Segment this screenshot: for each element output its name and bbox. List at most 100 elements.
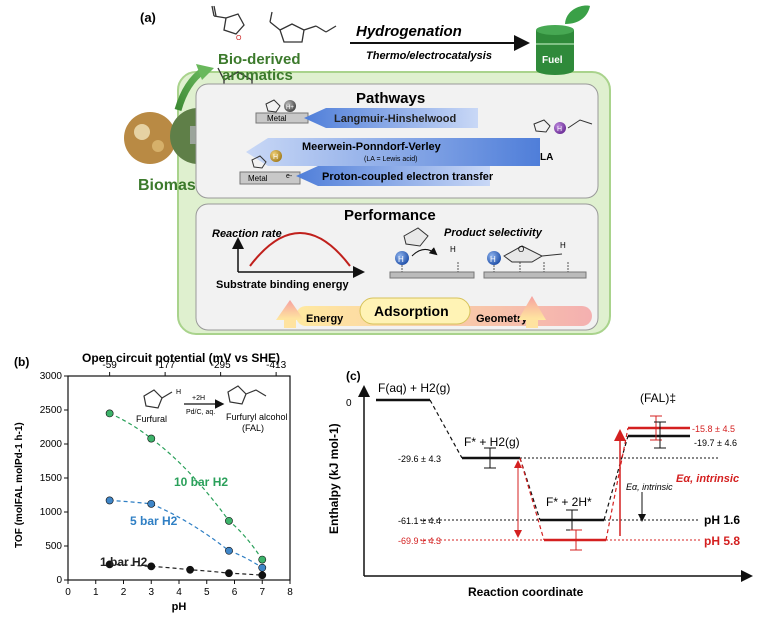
- mpv-note: (LA = Lewis acid): [364, 156, 418, 163]
- h-sphere-left: [395, 251, 409, 265]
- svg-text:H: H: [557, 126, 562, 133]
- furan-oxygen-label: O: [236, 35, 242, 42]
- x-tick-label: 0: [65, 587, 71, 598]
- thermo-electro-label: Thermo/electrocatalysis: [366, 50, 492, 62]
- fal-label: (FAL): [242, 423, 264, 433]
- adsorption-pill: [359, 297, 471, 325]
- x-tick-label: 6: [232, 587, 238, 598]
- top-tick-label: -413: [266, 360, 286, 371]
- series-curve: [109, 412, 263, 560]
- pcet-arrow: [296, 166, 490, 186]
- h-sphere-right: [487, 251, 501, 265]
- x-tick-label: 2: [121, 587, 127, 598]
- svg-text:H: H: [176, 389, 181, 396]
- x-tick-label: 8: [287, 587, 293, 598]
- langmuir-arrow: [304, 108, 478, 128]
- furfural-label: Furfural: [136, 414, 167, 424]
- hydrogenation-label: Hydrogenation: [356, 23, 462, 40]
- series-label: 1 bar H2: [100, 555, 148, 569]
- panel-c-label: (c): [346, 369, 361, 383]
- x-tick-label: 3: [148, 587, 154, 598]
- value-f2h-red: -69.9 ± 4.3: [398, 536, 441, 546]
- surface-right: [483, 271, 587, 279]
- furfural-inset-molecule: [143, 389, 163, 409]
- svg-text:H: H: [560, 241, 566, 250]
- errorbar-f2h-red: [570, 529, 582, 551]
- reaction-coordinate-label: Reaction coordinate: [468, 585, 584, 599]
- series-curve: [109, 499, 263, 569]
- product-selectivity-label: Product selectivity: [444, 227, 543, 239]
- svg-text:H+: H+: [286, 105, 294, 111]
- ph16-label: pH 1.6: [704, 513, 740, 527]
- y-tick-label: 500: [45, 541, 62, 552]
- svg-text:H: H: [490, 255, 496, 264]
- metal-label-2: Metal: [248, 174, 268, 183]
- x-tick-label: 7: [259, 587, 265, 598]
- y-tick-label: 3000: [40, 371, 63, 382]
- enthalpy-label: Enthalpy (kJ mol-1): [327, 423, 341, 534]
- volcano-curve: [249, 232, 351, 267]
- series-label: 5 bar H2: [130, 514, 178, 528]
- svg-text:O: O: [518, 245, 524, 254]
- y-axis-label: TOF (molFAL molPd-1 h-1): [14, 422, 25, 548]
- state-f2h: F* + 2H*: [546, 495, 592, 509]
- langmuir-label: Langmuir-Hinshelwood: [334, 113, 456, 125]
- data-point: [225, 546, 233, 555]
- metal-label-1: Metal: [267, 114, 287, 123]
- hmf-molecule: [269, 11, 337, 43]
- surface-left: [389, 271, 475, 279]
- value-f2h-black: -61.1 ± 4.4: [398, 516, 441, 526]
- panel-a-label: (a): [140, 10, 156, 25]
- lewis-acid-label: LA: [540, 152, 553, 163]
- scheme-arrow-top: +2H: [192, 395, 205, 402]
- panel-c: (c) Enthalpy (kJ mol-1) Reaction coordin…: [327, 369, 753, 599]
- data-point: [258, 555, 267, 564]
- h-purple-sphere: [554, 122, 566, 134]
- data-point: [225, 569, 233, 578]
- data-point: [105, 409, 114, 418]
- metal-surface-2: [239, 171, 301, 185]
- svg-text:H: H: [273, 154, 278, 161]
- biomass-label: Biomass: [138, 177, 205, 194]
- series-label: 10 bar H2: [174, 475, 228, 489]
- errorbar-ts-black: [654, 421, 666, 449]
- data-point: [105, 560, 114, 569]
- value-ts-black: -19.7 ± 4.6: [694, 438, 737, 448]
- x-axis-label: pH: [172, 601, 187, 613]
- data-point: [258, 563, 267, 572]
- data-point: [225, 516, 233, 525]
- adsorption-label: Adsorption: [374, 303, 449, 319]
- ph58-label: pH 5.8: [704, 534, 740, 548]
- pcet-label: Proton-coupled electron transfer: [322, 171, 494, 183]
- x-tick-label: 5: [204, 587, 210, 598]
- value-fstar: -29.6 ± 4.3: [398, 454, 441, 464]
- mpv-arrow: [246, 138, 540, 166]
- h-plus-sphere: [284, 100, 296, 112]
- geometry-up-arrow: [518, 296, 546, 320]
- performance-title: Performance: [344, 207, 436, 224]
- y-tick-label: 1000: [40, 507, 63, 518]
- y-tick-label: 2000: [40, 439, 63, 450]
- furfuryl-alcohol-label: Furfuryl alcohol: [226, 412, 288, 422]
- data-point: [147, 499, 156, 508]
- top-tick-label: -295: [211, 360, 231, 371]
- top-tick-label: -59: [102, 360, 117, 371]
- panel-b-label: (b): [14, 355, 29, 369]
- data-point: [147, 562, 156, 571]
- reaction-rate-label: Reaction rate: [212, 228, 282, 240]
- mpv-label: Meerwein-Ponndorf-Verley: [302, 141, 442, 153]
- bio-derived-line2: aromatics: [222, 67, 293, 84]
- top-tick-label: -177: [155, 360, 175, 371]
- zero-label: 0: [346, 398, 352, 409]
- ea-intrinsic-red: Eα, intrinsic: [676, 473, 739, 485]
- y-tick-label: 1500: [40, 473, 63, 484]
- state-initial: F(aq) + H2(g): [378, 381, 450, 395]
- x-tick-label: 1: [93, 587, 99, 598]
- errorbar-fstar: [484, 447, 496, 469]
- data-point: [105, 496, 114, 505]
- panel-a: (a) O Bio-derived aromatics Hydrogenatio…: [124, 5, 611, 335]
- performance-box: [195, 203, 599, 331]
- svg-text:H: H: [450, 245, 456, 254]
- svg-text:H: H: [398, 255, 404, 264]
